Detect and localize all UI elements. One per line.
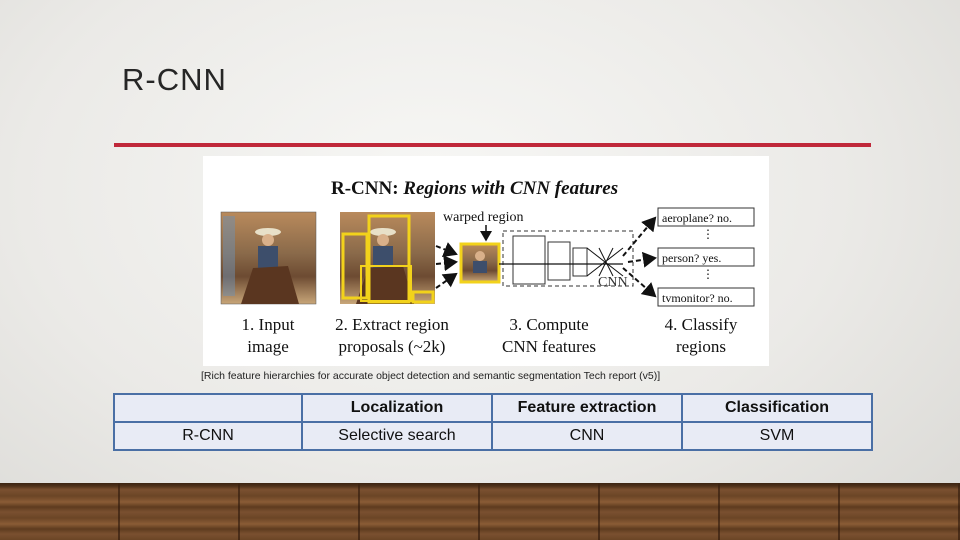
table-cell: CNN — [491, 421, 683, 451]
pipeline-diagram: R-CNN: Regions with CNN features — [220, 178, 755, 356]
warped-region-label: warped region — [443, 210, 523, 225]
figure-title: R-CNN: Regions with CNN features — [331, 178, 618, 199]
table-header-row: Localization Feature extraction Classifi… — [113, 393, 873, 423]
table-row: R-CNN Selective search CNN SVM — [113, 421, 873, 451]
figure-caption: [Rich feature hierarchies for accurate o… — [201, 370, 661, 382]
cnn-label: CNN — [598, 275, 628, 290]
rcnn-pipeline-figure: R-CNN: Regions with CNN features — [203, 156, 769, 366]
step-3-line1: 3. Compute — [509, 315, 588, 334]
class-box — [657, 207, 755, 227]
class-label: aeroplane? no. — [662, 211, 732, 225]
step-2-line2: proposals (~2k) — [339, 337, 446, 356]
table-header-cell — [113, 393, 303, 423]
table-header-cell: Classification — [681, 393, 873, 423]
input-image — [220, 211, 317, 305]
table-header-cell: Localization — [301, 393, 493, 423]
ellipsis: ⋮ — [702, 227, 714, 241]
comparison-table: Localization Feature extraction Classifi… — [113, 393, 873, 451]
ellipsis: ⋮ — [702, 267, 714, 281]
table-cell: Selective search — [301, 421, 493, 451]
warped-region-image — [459, 242, 501, 284]
table-cell: SVM — [681, 421, 873, 451]
step-4-line2: regions — [676, 337, 726, 356]
cnn-block: CNN — [499, 230, 634, 290]
slide-title: R-CNN — [122, 62, 227, 97]
step-1-line2: image — [247, 337, 289, 356]
step-4-line1: 4. Classify — [665, 315, 738, 334]
class-box — [657, 287, 755, 307]
step-1-line1: 1. Input — [242, 315, 295, 334]
step-3-line2: CNN features — [502, 337, 596, 356]
class-label: tvmonitor? no. — [662, 291, 733, 305]
region-proposals-image — [340, 212, 435, 304]
step-captions: 1. Input image 2. Extract region proposa… — [242, 315, 738, 356]
step-2-line1: 2. Extract region — [335, 315, 449, 334]
class-outputs: aeroplane? no. ⋮ person? yes. ⋮ tvmonito… — [657, 207, 755, 307]
table-cell: R-CNN — [113, 421, 303, 451]
title-underline — [114, 143, 871, 147]
class-box — [657, 247, 755, 267]
table-header-cell: Feature extraction — [491, 393, 683, 423]
class-label: person? yes. — [662, 251, 721, 265]
wood-floor-decoration — [0, 483, 960, 540]
